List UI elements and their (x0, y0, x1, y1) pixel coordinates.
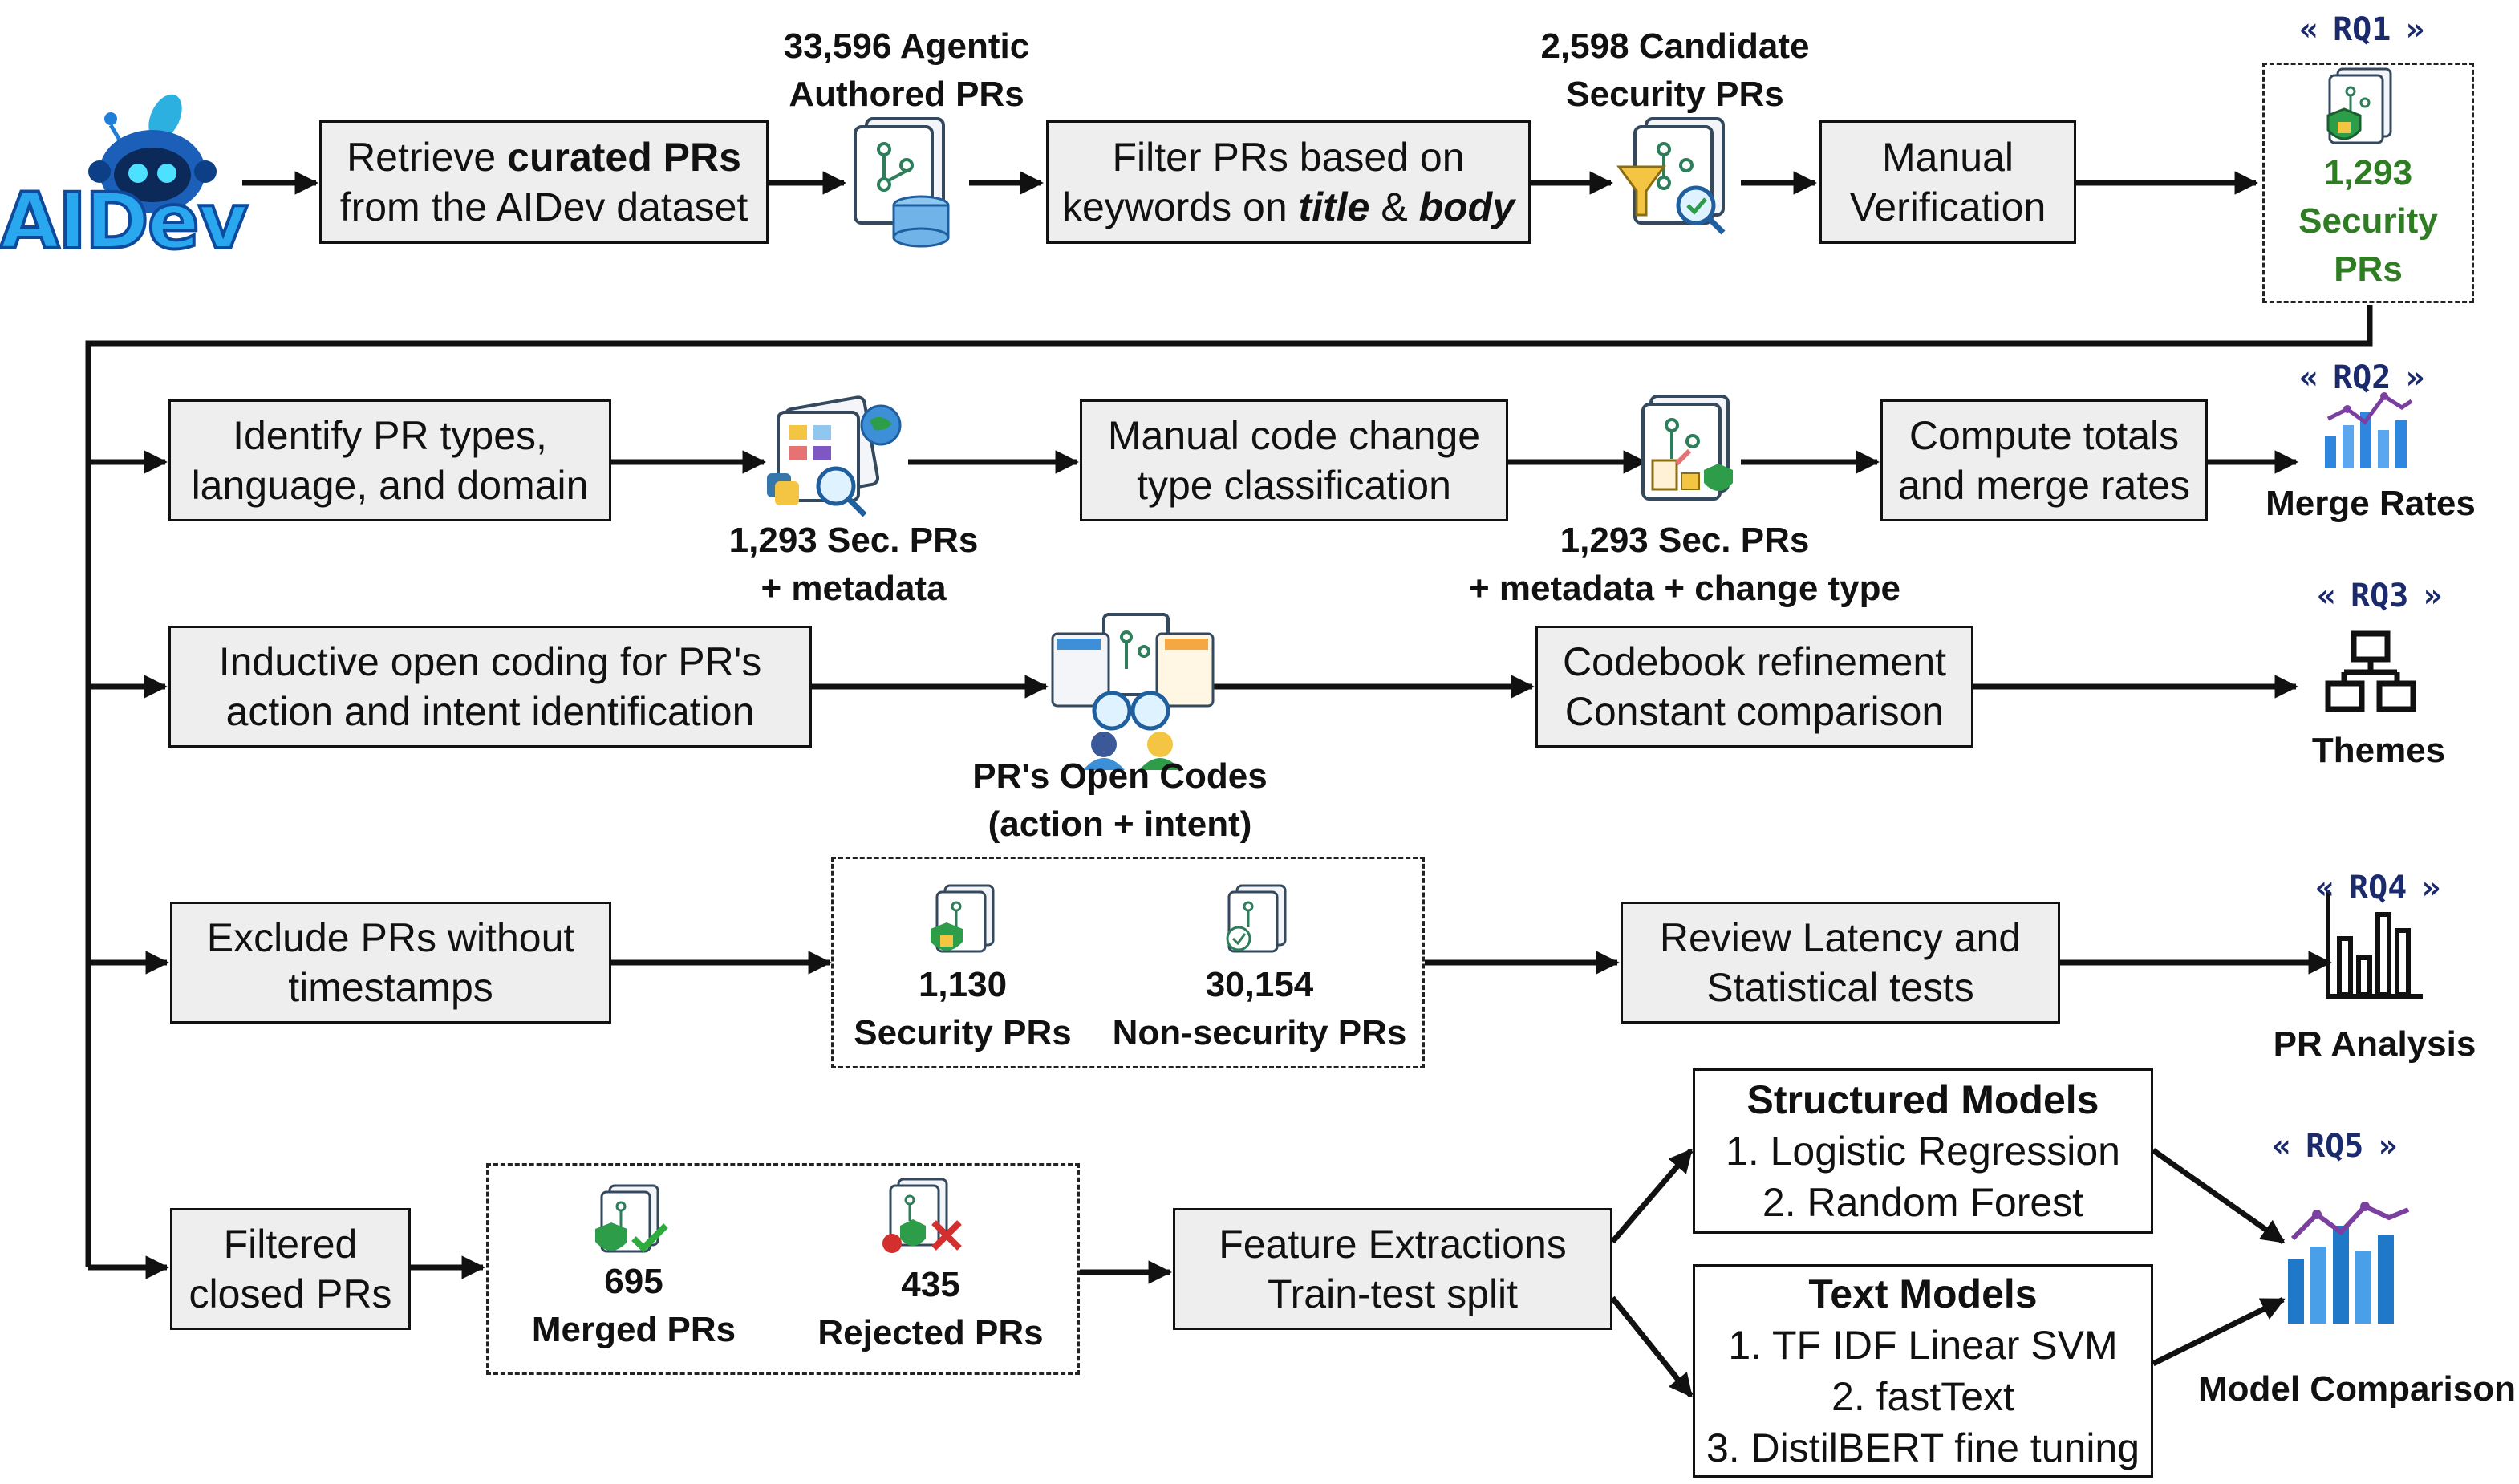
themes-hierarchy-icon (2325, 630, 2416, 712)
open-codes-label: PR's Open Codes (action + intent) (972, 756, 1268, 844)
merge-rates-label: Merge Rates (2265, 484, 2476, 523)
arrow-feature-to-structured (1610, 1148, 1694, 1244)
model-comparison-label: Model Comparison (2197, 1369, 2517, 1409)
filtered-closed-prs-box: Filtered closed PRs (170, 1208, 411, 1330)
retrieve-curated-prs-box: Retrieve curated PRs from the AIDev data… (319, 120, 769, 244)
arrow-structured-to-rq5 (2151, 1148, 2286, 1244)
text-models-box: Text Models 1. TF IDF Linear SVM 2. fast… (1693, 1264, 2153, 1478)
rq5-label: «RQ5» (2272, 1128, 2398, 1165)
aidev-logo: AIDev (0, 175, 249, 268)
text-models-title: Text Models (1808, 1271, 2038, 1316)
change-type-icon (1641, 395, 1733, 501)
text-model-item: 2. fastText (1831, 1374, 2014, 1419)
arrow-text-to-rq5 (2152, 1296, 2286, 1367)
candidate-prs-label: 2,598 Candidate Security PRs (1540, 26, 1810, 114)
inductive-open-coding-box: Inductive open coding for PR's action an… (168, 626, 812, 748)
filter-amp: & (1369, 184, 1419, 229)
non-security-prs-icon (1226, 884, 1287, 953)
structured-models-title: Structured Models (1746, 1077, 2099, 1122)
filter-body-word: body (1418, 184, 1515, 229)
compute-totals-box: Compute totals and merge rates (1880, 399, 2208, 521)
retrieve-bold-text: curated PRs (507, 135, 741, 180)
rq4-label: «RQ4» (2315, 870, 2441, 906)
manual-line2: Verification (1849, 184, 2046, 229)
review-latency-box: Review Latency and Statistical tests (1621, 902, 2060, 1024)
merged-prs-icon (595, 1184, 668, 1253)
filter-title-word: title (1298, 184, 1370, 229)
filter-prs-box: Filter PRs based on keywords on title & … (1046, 120, 1531, 244)
themes-label: Themes (2311, 731, 2446, 770)
closed-prs-group (486, 1163, 1080, 1375)
rq1-output-box (2262, 63, 2474, 303)
retrieve-text: Retrieve (347, 135, 508, 180)
text-model-item: 1. TF IDF Linear SVM (1728, 1323, 2118, 1368)
structured-models-box: Structured Models 1. Logistic Regression… (1693, 1068, 2153, 1234)
arrow-feature-to-text (1610, 1295, 1694, 1398)
pr-analysis-chart-icon (2326, 890, 2423, 999)
manual-verification-box: Manual Verification (1819, 120, 2076, 244)
open-codes-icon (1051, 613, 1215, 770)
retrieve-line2: from the AIDev dataset (339, 184, 748, 229)
codebook-refinement-box: Codebook refinement Constant comparison (1535, 626, 1973, 748)
security-prs-icon (2326, 67, 2392, 144)
manual-code-change-box: Manual code change type classification (1080, 399, 1508, 521)
merged-prs-count-label: 695 Merged PRs (531, 1262, 736, 1349)
rq3-label: «RQ3» (2317, 578, 2443, 614)
filter-line1: Filter PRs based on (1112, 135, 1465, 180)
aidev-robot-icon (88, 94, 217, 213)
model-comparison-chart-icon (2288, 1202, 2410, 1324)
candidate-prs-icon (1616, 117, 1726, 235)
rq1-security-prs-label: 1,293 Security PRs (2298, 153, 2438, 289)
non-security-prs-count-label: 30,154 Non-security PRs (1112, 965, 1407, 1052)
exclude-prs-box: Exclude PRs without timestamps (170, 902, 611, 1024)
rq2-label: «RQ2» (2299, 359, 2425, 396)
structured-model-item: 1. Logistic Regression (1726, 1129, 2120, 1174)
metadata-change-type-label: 1,293 Sec. PRs + metadata + change type (1469, 521, 1900, 608)
text-model-item: 3. DistilBERT fine tuning (1706, 1425, 2140, 1470)
agentic-prs-icon (854, 117, 950, 248)
timestamped-prs-group (831, 857, 1425, 1068)
filter-pre-text: keywords on (1061, 184, 1299, 229)
identify-pr-types-box: Identify PR types, language, and domain (168, 399, 611, 521)
rejected-prs-icon (882, 1178, 962, 1253)
merge-rates-chart-icon (2325, 392, 2413, 468)
security-prs-small-icon (931, 884, 995, 953)
manual-line1: Manual (1882, 135, 2014, 180)
rejected-prs-count-label: 435 Rejected PRs (817, 1265, 1044, 1352)
feature-extraction-box: Feature Extractions Train-test split (1173, 1208, 1612, 1330)
structured-model-item: 2. Random Forest (1762, 1180, 2084, 1225)
trunk-connector (85, 305, 2373, 1267)
metadata-icon (767, 395, 902, 517)
rq1-label: «RQ1» (2299, 11, 2425, 48)
agentic-prs-label: 33,596 Agentic Authored PRs (783, 26, 1030, 114)
metadata-label: 1,293 Sec. PRs + metadata (728, 521, 979, 608)
security-prs-count-label: 1,130 Security PRs (854, 965, 1072, 1052)
pr-analysis-label: PR Analysis (2273, 1024, 2476, 1064)
